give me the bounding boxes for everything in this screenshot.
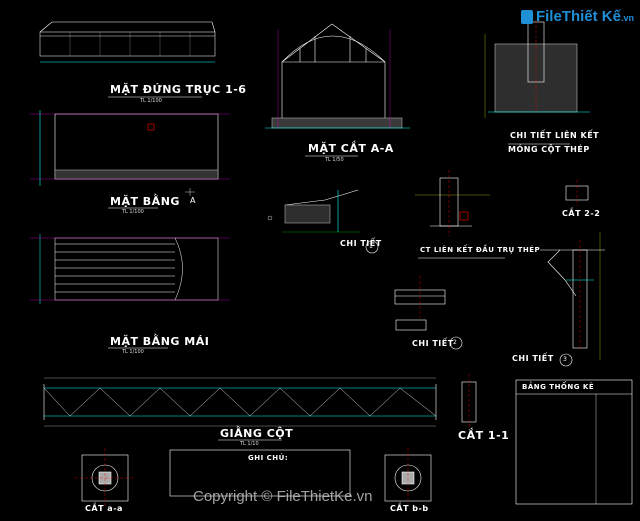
- roof-plan-title: MẶT BẰNG MÁI: [110, 335, 210, 348]
- section-aa-scale: TL 1/50: [325, 157, 344, 163]
- notes-box: [169, 449, 351, 497]
- logo-suffix: .vn: [620, 13, 634, 23]
- file-icon: [520, 9, 533, 24]
- floor-plan-scale: TL 1/100: [122, 209, 144, 215]
- detail-1-number: 1: [369, 243, 373, 250]
- cut-a-a-drawing: [75, 448, 135, 508]
- roof-plan-drawing: [30, 234, 230, 304]
- elevation-title: MẶT ĐỨNG TRỤC 1-6: [110, 83, 247, 96]
- footing-title-2: MÓNG CỘT THÉP: [508, 145, 590, 154]
- bracing-title: GIẰNG CỘT: [220, 427, 294, 440]
- detail-2-title: CHI TIẾT: [412, 339, 454, 348]
- column-top-detail-drawing: [415, 170, 490, 236]
- cut-b-b-title: CẮT b-b: [390, 504, 429, 513]
- bracing-truss-drawing: [43, 377, 437, 427]
- detail-1-drawing: [282, 189, 379, 254]
- logo-text-accent: Thiết Kế: [561, 8, 621, 25]
- grid-markers: [185, 188, 273, 221]
- cut-1-1-title: CẮT 1-1: [458, 429, 510, 442]
- elevation-drawing: [39, 21, 216, 63]
- notes-title: GHI CHÚ:: [248, 454, 289, 462]
- copyright-watermark: Copyright © FileThietKe.vn: [193, 488, 373, 505]
- stats-table: [515, 379, 633, 505]
- footing-title: CHI TIẾT LIÊN KẾT: [510, 131, 600, 140]
- site-logo: FileThiết Kế.vn: [520, 8, 634, 25]
- detail-3-number: 3: [563, 356, 567, 363]
- cut-2-2-drawing: [565, 180, 589, 206]
- logo-text: FileThiết Kế.vn: [536, 8, 634, 25]
- stats-table-title: BẢNG THỐNG KÊ: [522, 383, 595, 391]
- cut-1-1-drawing: [461, 374, 477, 428]
- detail-3-title: CHI TIẾT: [512, 354, 554, 363]
- section-aa-title: MẶT CẮT A-A: [308, 142, 394, 155]
- footing-detail-drawing: [484, 20, 590, 118]
- elevation-scale: TL 1/100: [140, 98, 162, 104]
- column-top-title: CT LIÊN KẾT ĐẦU TRỤ THÉP: [420, 246, 541, 254]
- cut-2-2-title: CẮT 2-2: [562, 209, 601, 218]
- grid-label-a: A: [190, 196, 196, 205]
- cut-b-b-drawing: [384, 448, 432, 508]
- section-aa-drawing: [265, 23, 410, 129]
- cut-a-a-title: CẮT a-a: [85, 504, 123, 513]
- floor-plan-drawing: [30, 110, 230, 186]
- detail-2-number: 2: [453, 339, 457, 346]
- bracing-scale: TL 1/10: [240, 441, 259, 447]
- detail-1-title: CHI TIẾT: [340, 239, 382, 248]
- detail-2-drawing: [394, 276, 463, 350]
- logo-text-main: File: [535, 8, 562, 25]
- floor-plan-title: MẶT BẰNG: [110, 195, 180, 208]
- detail-3-drawing: [540, 232, 605, 367]
- roof-plan-scale: TL 1/100: [122, 349, 144, 355]
